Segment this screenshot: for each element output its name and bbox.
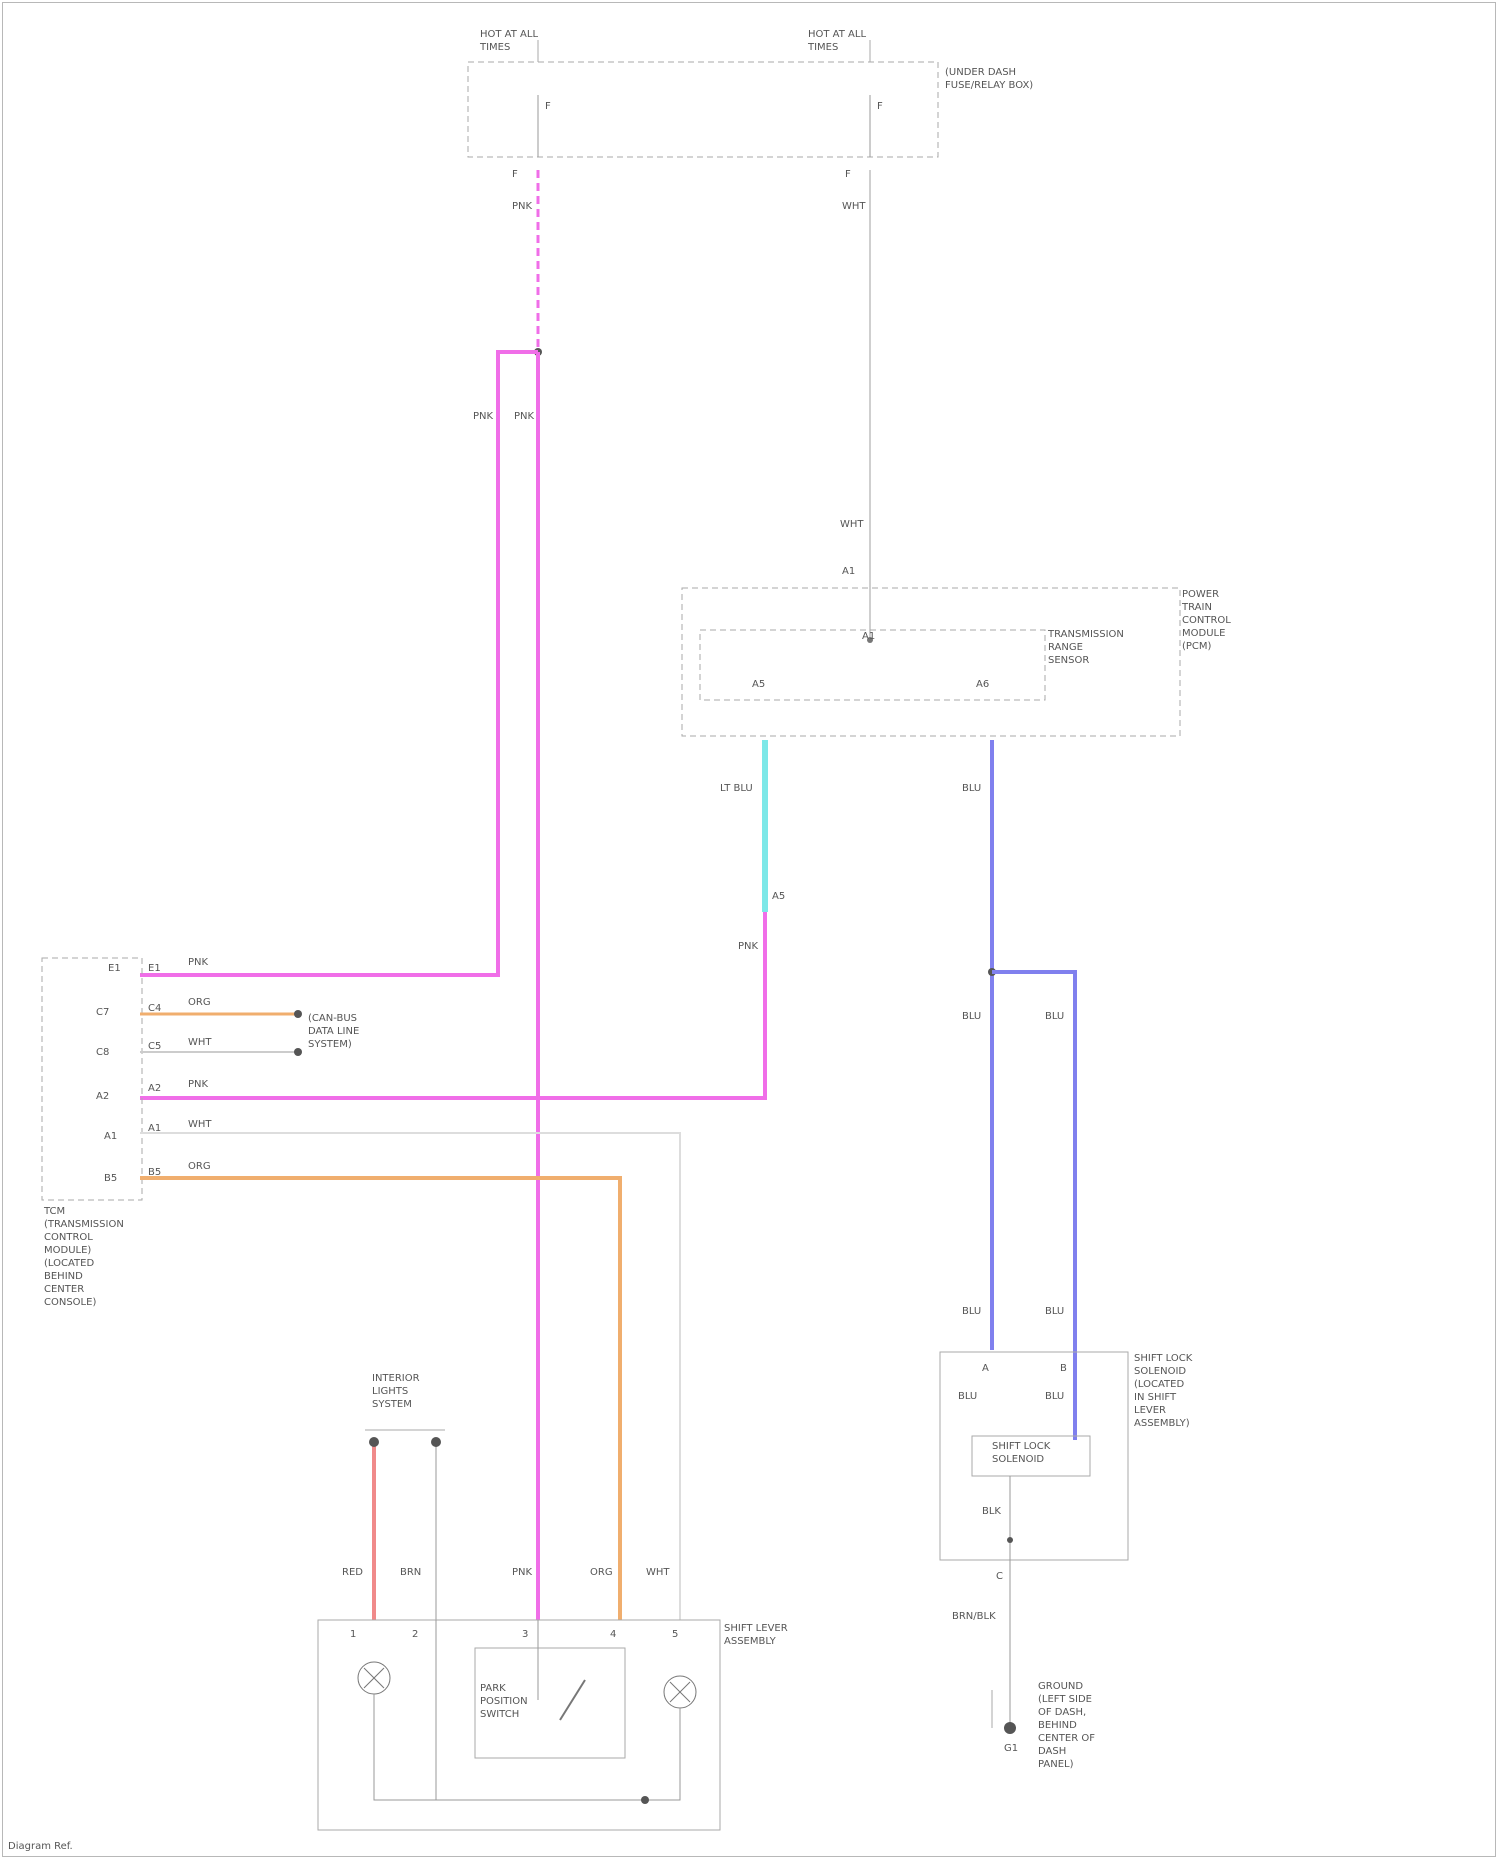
switch-pin-1: 1 <box>350 1628 356 1641</box>
fuse-right-connector: F <box>845 168 851 181</box>
tcm-wire-3: WHT <box>188 1036 212 1049</box>
switch-pin-4: 4 <box>610 1628 616 1641</box>
wire-label-wht-bottom: WHT <box>646 1566 670 1579</box>
fuse-left-title: HOT AT ALL TIMES <box>480 28 538 54</box>
wire-label-pink-b: PNK <box>514 410 534 423</box>
brown-wire-top <box>431 1437 441 1447</box>
sensor-bottom-pin: C <box>996 1570 1003 1583</box>
assembly-ground-dot <box>641 1796 649 1804</box>
sensor-wire-a: BLU <box>958 1390 977 1403</box>
tcm-pinlabel-2: C4 <box>148 1002 161 1015</box>
wire-label-pink-return: PNK <box>738 940 758 953</box>
pcm-name: POWER TRAIN CONTROL MODULE (PCM) <box>1182 588 1231 653</box>
wire-label-white-mid: WHT <box>840 518 864 531</box>
ground-label: GROUND (LEFT SIDE OF DASH, BEHIND CENTER… <box>1038 1680 1095 1771</box>
tcm-pin-5: A1 <box>104 1130 117 1143</box>
fuse-block-name: (UNDER DASH FUSE/RELAY BOX) <box>945 66 1033 92</box>
tcm-pinlabel-6: B5 <box>148 1166 161 1179</box>
tcm-wire-1: PNK <box>188 956 208 969</box>
wire-label-brn: BRN <box>400 1566 421 1579</box>
park-switch-name: PARK POSITION SWITCH <box>480 1682 528 1721</box>
wire-label-blue-bot-left: BLU <box>962 1305 981 1318</box>
wire-label-pink-a: PNK <box>473 410 493 423</box>
switch-pin-5: 5 <box>672 1628 678 1641</box>
tcm-pin-2: C7 <box>96 1006 109 1019</box>
tcm-wire-5: WHT <box>188 1118 212 1131</box>
footer-ref: Diagram Ref. <box>8 1840 73 1853</box>
wire-label-pnk-bottom: PNK <box>512 1566 532 1579</box>
wire-label-org-bottom: ORG <box>590 1566 613 1579</box>
wire-label-blue-right: BLU <box>1045 1010 1064 1023</box>
tcm-wire-2: ORG <box>188 996 211 1009</box>
pcm-pin-right: A6 <box>976 678 989 691</box>
wire-label-top-left: PNK <box>512 200 532 213</box>
tcm-pinlabel-3: C5 <box>148 1040 161 1053</box>
tcm-name: TCM (TRANSMISSION CONTROL MODULE) (LOCAT… <box>44 1205 124 1309</box>
sensor-pin-b: B <box>1060 1362 1067 1375</box>
sensor-wire-b: BLU <box>1045 1390 1064 1403</box>
switch-blade <box>560 1680 585 1720</box>
tcm-pinlabel-1: E1 <box>148 962 161 975</box>
ground-symbol <box>1004 1722 1016 1734</box>
pcm-inner-name: TRANSMISSION RANGE SENSOR <box>1048 628 1124 667</box>
pink-return-wire <box>140 912 765 1098</box>
tcm-pin-4: A2 <box>96 1090 109 1103</box>
wire-label-blue-top: BLU <box>962 782 981 795</box>
sensor-pin-dot <box>1007 1537 1013 1543</box>
ground-id: G1 <box>1004 1742 1018 1755</box>
can-bus-ref[interactable]: (CAN-BUS DATA LINE SYSTEM) <box>308 1012 359 1051</box>
fuse-left-connector: F <box>512 168 518 181</box>
switch-pin-2: 2 <box>412 1628 418 1641</box>
wire-label-blue-left: BLU <box>962 1010 981 1023</box>
tcm-pinlabel-5: A1 <box>148 1122 161 1135</box>
orange-wire-end <box>294 1010 302 1018</box>
wire-label-white-conn: A1 <box>842 565 855 578</box>
wire-label-ground: BRN/BLK <box>952 1610 996 1623</box>
pcm-pin-top: A1 <box>862 630 875 643</box>
pink-wire-branch <box>140 352 538 975</box>
switch-pin-3: 3 <box>522 1628 528 1641</box>
tcm-pin-6: B5 <box>104 1172 117 1185</box>
tcm-wire-4: PNK <box>188 1078 208 1091</box>
tcm-pin-1: E1 <box>108 962 121 975</box>
wire-label-cyan-conn: A5 <box>772 890 785 903</box>
sensor-name: SHIFT LOCK SOLENOID (LOCATED IN SHIFT LE… <box>1134 1352 1192 1430</box>
pcm-pin-left: A5 <box>752 678 765 691</box>
tcm-wire-6: ORG <box>188 1160 211 1173</box>
fuse-right-title: HOT AT ALL TIMES <box>808 28 866 54</box>
fuse-right-label: F <box>877 100 883 113</box>
shift-lever-box <box>318 1620 720 1830</box>
sensor-pin-a: A <box>982 1362 989 1375</box>
fuse-left-label: F <box>545 100 551 113</box>
wire-label-red: RED <box>342 1566 363 1579</box>
sensor-bottom-wire: BLK <box>982 1505 1001 1518</box>
wire-label-blue-bot-right: BLU <box>1045 1305 1064 1318</box>
shift-lever-name: SHIFT LEVER ASSEMBLY <box>724 1622 788 1648</box>
white-wire-end <box>294 1048 302 1056</box>
tcm-connector-box <box>42 958 142 1200</box>
red-wire-top <box>369 1437 379 1447</box>
interior-lights-ref[interactable]: INTERIOR LIGHTS SYSTEM <box>372 1372 420 1411</box>
wire-label-top-right: WHT <box>842 200 866 213</box>
tcm-pinlabel-4: A2 <box>148 1082 161 1095</box>
tcm-pin-3: C8 <box>96 1046 109 1059</box>
wire-label-cyan: LT BLU <box>720 782 753 795</box>
sensor-inner-name: SHIFT LOCK SOLENOID <box>992 1440 1050 1466</box>
